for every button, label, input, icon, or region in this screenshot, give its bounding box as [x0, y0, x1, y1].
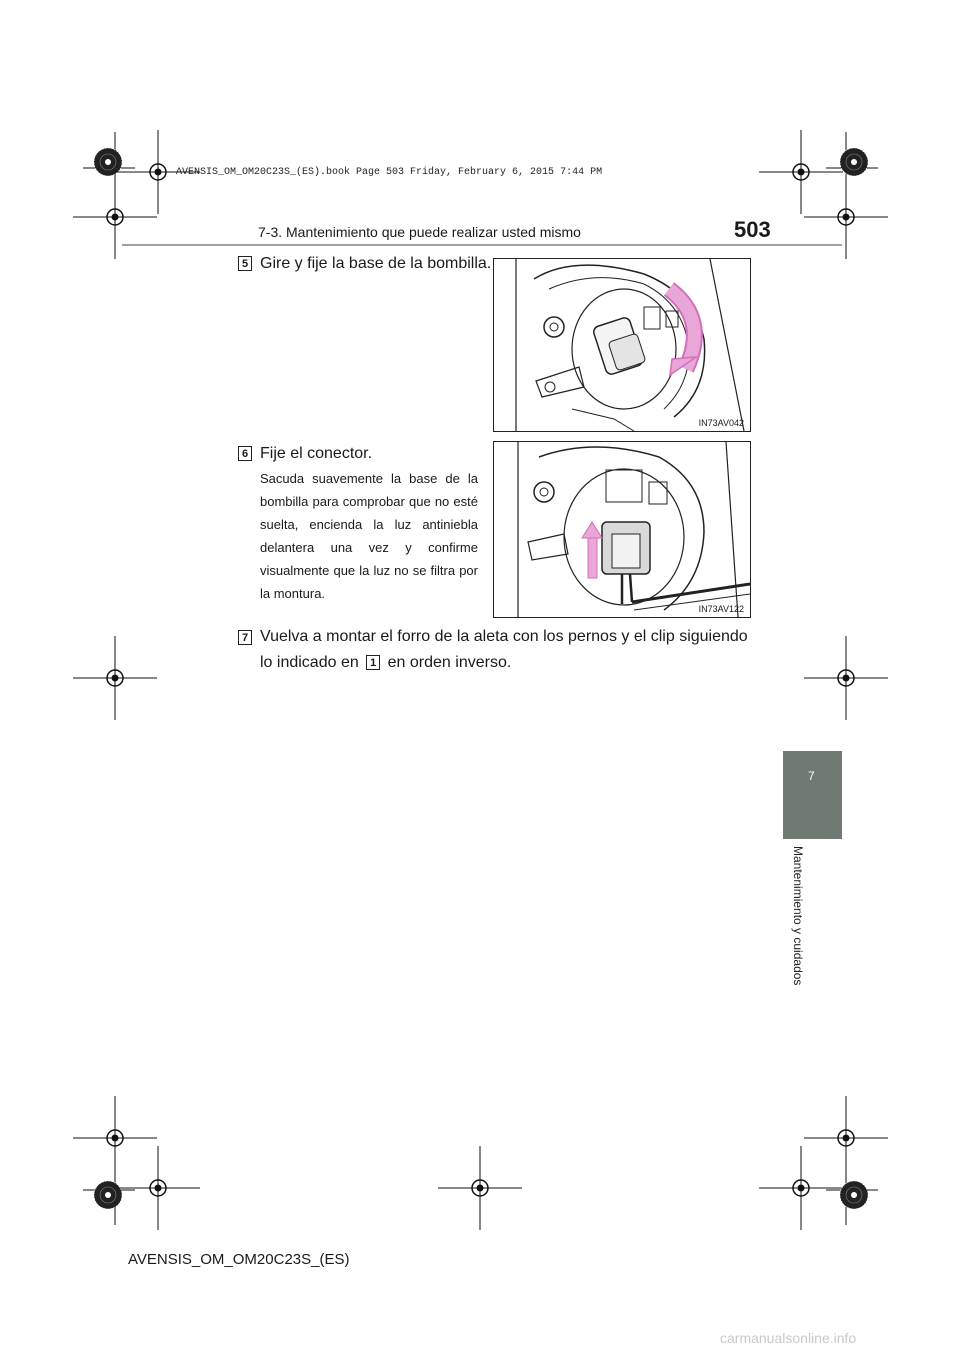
book-info-line: AVENSIS_OM_OM20C23S_(ES).book Page 503 F…	[176, 167, 603, 178]
chapter-number: 7	[808, 769, 815, 783]
figure-connector-attach: IN73AV122	[493, 441, 751, 618]
step-number-7: 7	[238, 630, 252, 645]
figure-code-5: IN73AV042	[698, 418, 744, 428]
step-7-text-before: Vuelva a montar el forro de la aleta con…	[260, 628, 748, 671]
connector-illustration	[517, 441, 751, 618]
step-reference-1: 1	[366, 655, 381, 671]
manual-code: AVENSIS_OM_OM20C23S_(ES)	[128, 1251, 350, 1268]
step-number-6: 6	[238, 446, 252, 461]
step-6-note: Sacuda suavemente la base de la bombilla…	[260, 471, 478, 601]
step-number-5: 5	[238, 256, 252, 271]
step-7-text-after: en orden inverso.	[387, 654, 512, 671]
chapter-tab: 7	[783, 751, 842, 839]
step-6-text: Fije el conector.	[260, 445, 373, 462]
figure-code-6: IN73AV122	[698, 604, 744, 614]
header-rule	[122, 244, 842, 246]
section-title: 7-3. Mantenimiento que puede realizar us…	[258, 224, 581, 240]
figure-bulb-base-turn: IN73AV042	[493, 258, 751, 432]
watermark: carmanualsonline.info	[720, 1330, 857, 1346]
page-number: 503	[734, 217, 771, 242]
headlight-bulb-illustration	[515, 258, 745, 432]
step-5-text: Gire y fije la base de la bombilla.	[260, 255, 492, 272]
step-7-text: Vuelva a montar el forro de la aleta con…	[260, 624, 760, 676]
chapter-title: Mantenimiento y cuidados	[791, 846, 805, 986]
